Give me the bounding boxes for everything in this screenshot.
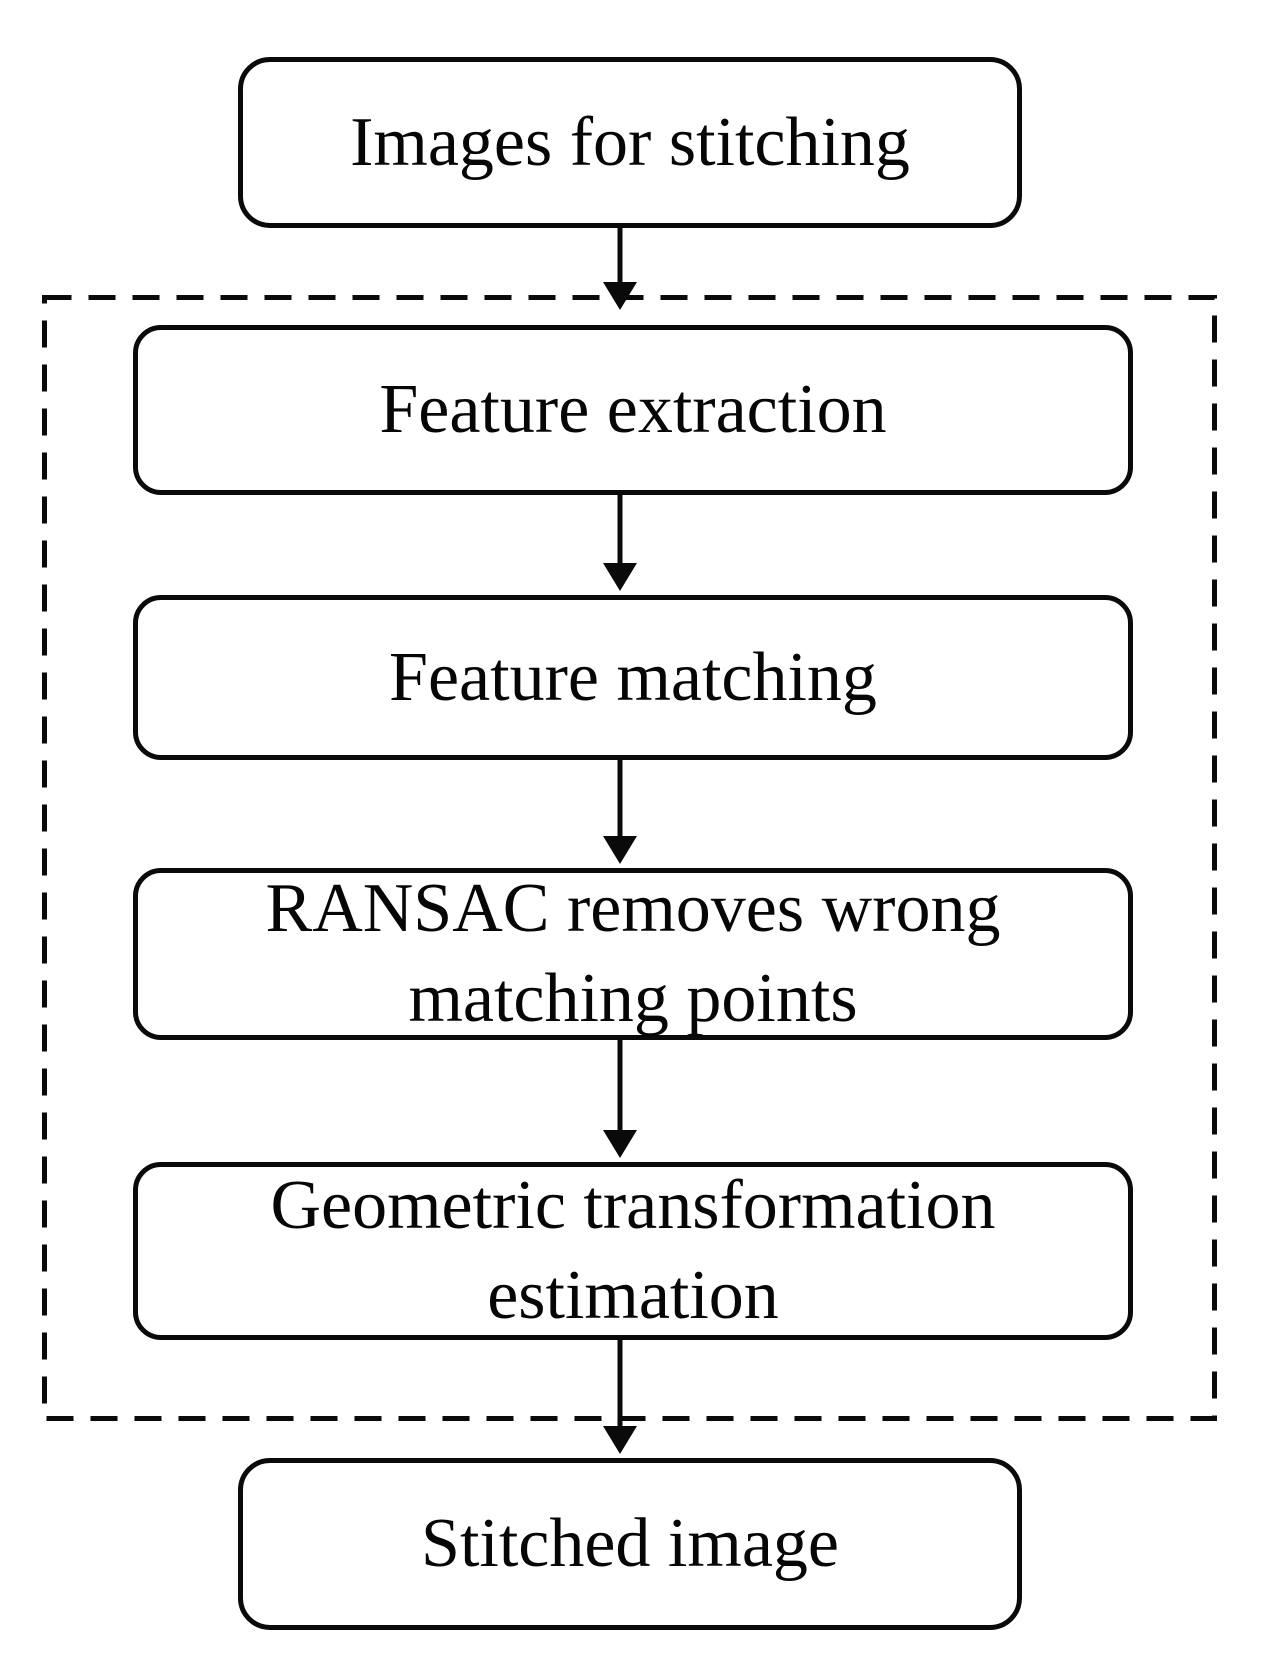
node-images-for-stitching: Images for stitching [238, 57, 1022, 228]
arrow-head-icon [603, 282, 637, 310]
arrow-head-icon [603, 563, 637, 591]
arrow-head-icon [603, 836, 637, 864]
node-geometric-transformation-estimation: Geometric transformation estimation [133, 1162, 1133, 1340]
node-feature-matching: Feature matching [133, 595, 1133, 760]
arrow-shaft [617, 760, 623, 838]
arrow-images-to-extraction-icon [600, 228, 640, 310]
node-feature-extraction: Feature extraction [133, 325, 1133, 495]
arrow-shaft [617, 228, 623, 284]
arrow-matching-to-ransac-icon [600, 760, 640, 864]
arrow-ransac-to-geometric-icon [600, 1040, 640, 1158]
node-stitched-image: Stitched image [238, 1458, 1022, 1630]
arrow-geometric-to-stitched-icon [600, 1340, 640, 1454]
arrow-head-icon [603, 1130, 637, 1158]
arrow-shaft [617, 1040, 623, 1132]
arrow-shaft [617, 495, 623, 565]
arrow-shaft [617, 1340, 623, 1428]
arrow-extraction-to-matching-icon [600, 495, 640, 591]
node-ransac-removes-wrong-matching-points: RANSAC removes wrong matching points [133, 868, 1133, 1040]
arrow-head-icon [603, 1426, 637, 1454]
